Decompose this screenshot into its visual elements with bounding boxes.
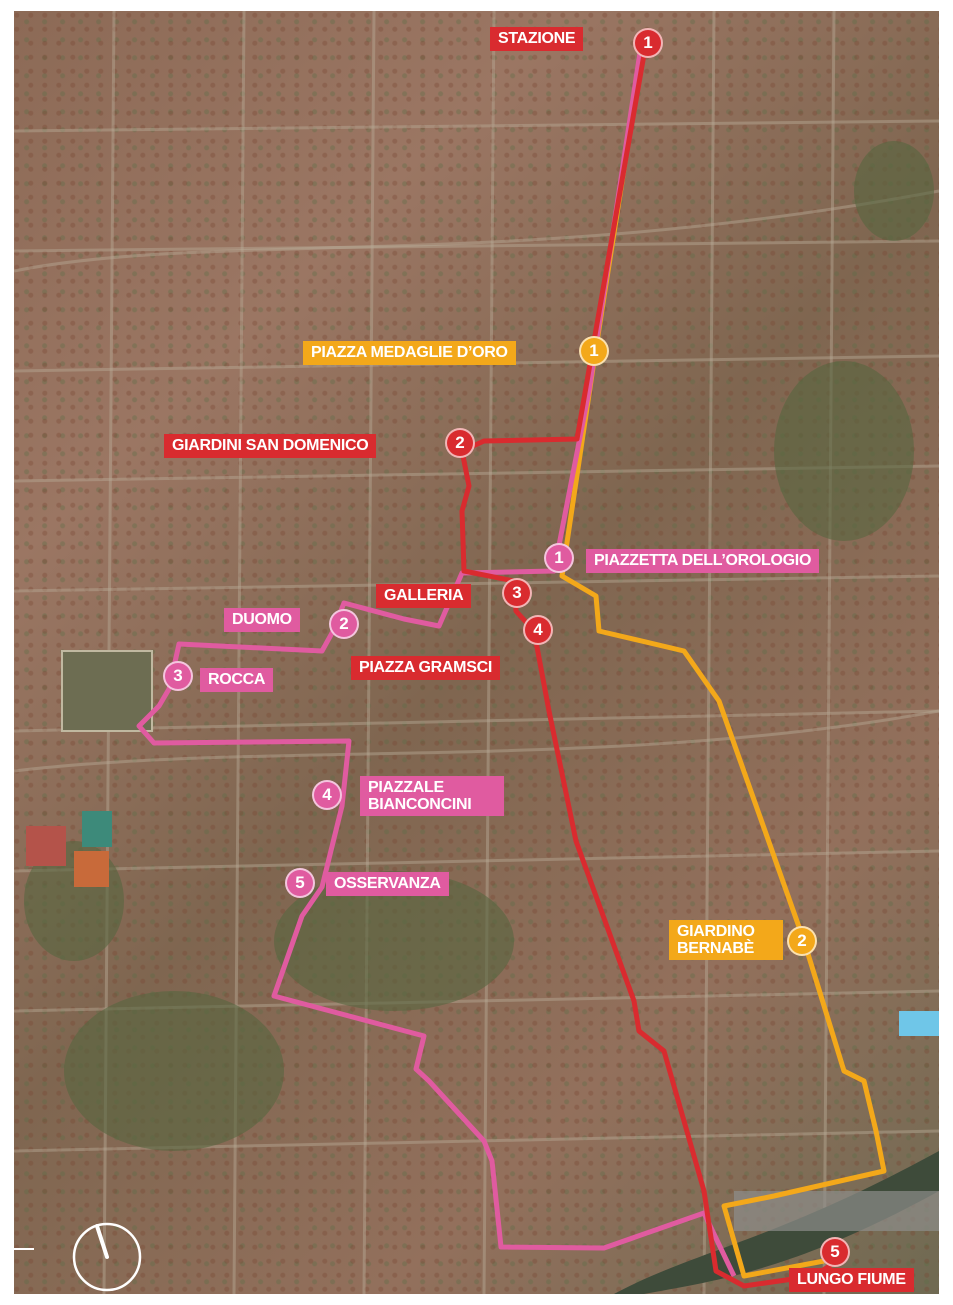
yellow-route [559,40,887,1279]
marker-yellow-2[interactable]: 2 [787,926,817,956]
rocca-castle [61,650,153,732]
tennis-court [26,826,66,866]
label-piazza-medaglie-doro[interactable]: PIAZZA MEDAGLIE D’ORO [303,341,516,365]
compass-icon [72,1222,142,1292]
label-galleria[interactable]: GALLERIA [376,584,472,608]
street-network [14,11,939,1294]
label-duomo[interactable]: DUOMO [224,608,300,632]
marker-pink-4[interactable]: 4 [312,780,342,810]
marker-red-3[interactable]: 3 [502,578,532,608]
label-lungo-fiume[interactable]: LUNGO FIUME [789,1268,914,1292]
tennis-court [74,851,109,887]
tennis-court [82,811,112,847]
label-stazione[interactable]: STAZIONE [490,27,584,51]
label-giardino-bernabe[interactable]: GIARDINO BERNABÈ [669,920,783,960]
marker-red-5[interactable]: 5 [820,1237,850,1267]
marker-pink-5[interactable]: 5 [285,868,315,898]
marker-pink-3[interactable]: 3 [163,661,193,691]
label-piazza-gramsci[interactable]: PIAZZA GRAMSCI [351,656,500,680]
marker-red-1[interactable]: 1 [633,28,663,58]
map-base-layer [14,11,939,1294]
marker-pink-2[interactable]: 2 [329,609,359,639]
label-rocca[interactable]: ROCCA [200,668,274,692]
marker-red-4[interactable]: 4 [523,615,553,645]
label-osservanza[interactable]: OSSERVANZA [326,872,449,896]
label-piazzale-bianconcini[interactable]: PIAZZALE BIANCONCINI [360,776,504,816]
scale-tick [14,1248,34,1250]
swimming-pool [899,1011,939,1036]
park-areas [24,141,934,1151]
marker-red-2[interactable]: 2 [445,428,475,458]
label-piazzetta-dellorologio[interactable]: PIAZZETTA DELL’OROLOGIO [586,549,820,573]
pink-route [136,38,737,1278]
marker-pink-1[interactable]: 1 [544,543,574,573]
red-route [459,42,836,1289]
marker-yellow-1[interactable]: 1 [579,336,609,366]
satellite-map: STAZIONE 1 GIARDINI SAN DOMENICO 2 GALLE… [14,11,939,1294]
label-giardini-san-domenico[interactable]: GIARDINI SAN DOMENICO [164,434,377,458]
